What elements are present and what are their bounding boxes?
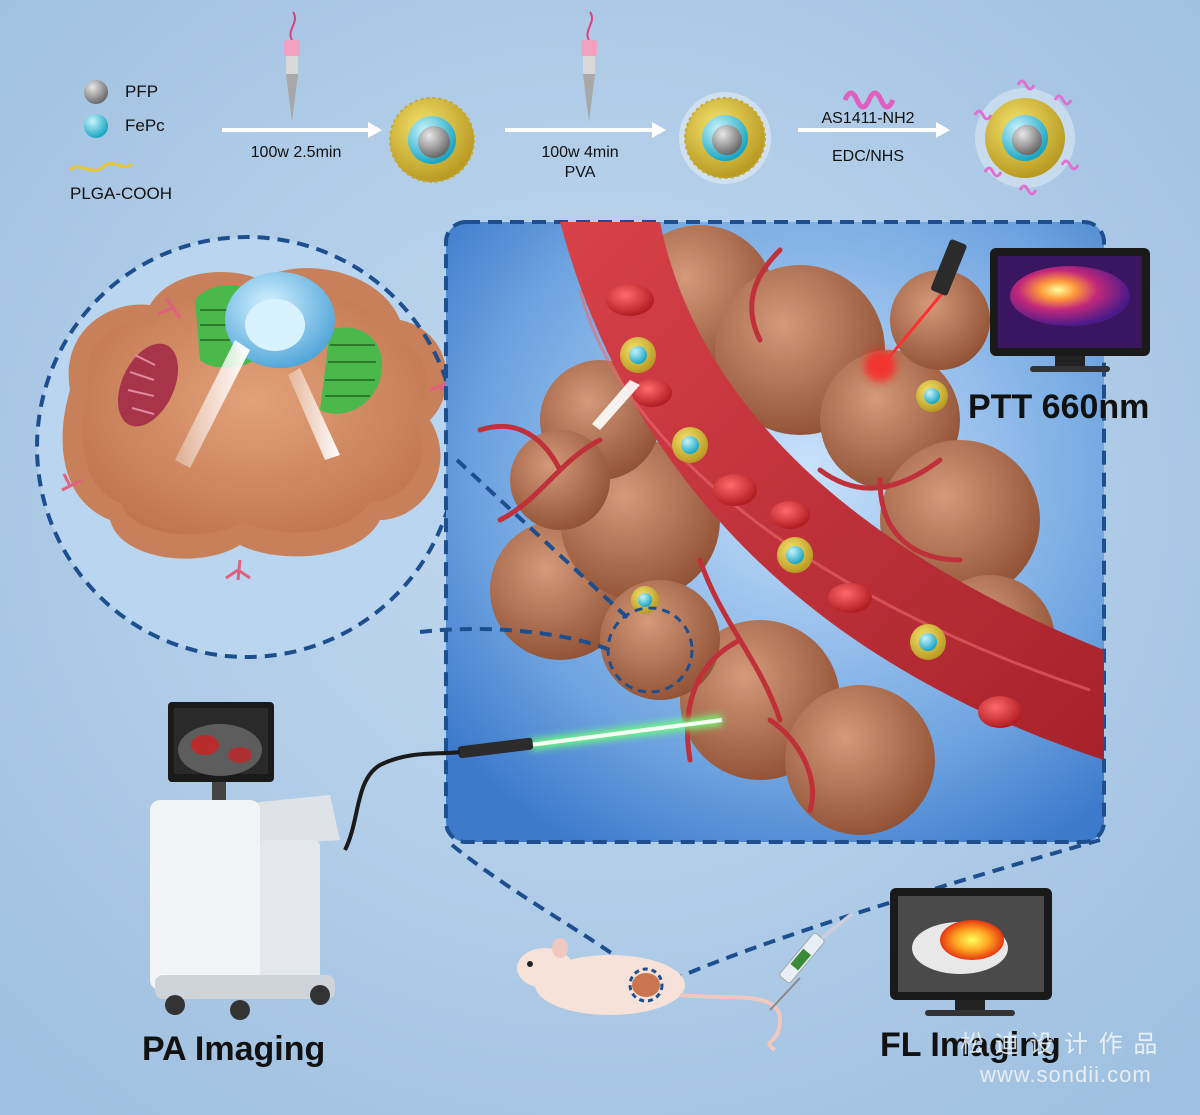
nanoparticle-stage-3 (973, 79, 1080, 196)
legend-plga-label: PLGA-COOH (70, 184, 173, 203)
aptamer-icon (842, 90, 896, 110)
nanoparticle-stage-2 (679, 92, 771, 184)
synthesis-arrows (222, 90, 950, 138)
step1-label: 100w 2.5min (250, 144, 342, 161)
syringe (769, 912, 854, 1011)
synthesis-legend (68, 80, 133, 172)
legend-pfp-label: PFP (125, 82, 159, 101)
blood-vessel (560, 222, 1104, 760)
heat-map (1010, 266, 1130, 326)
tumor-panel (444, 220, 1106, 844)
nanoparticle-stage-1 (389, 97, 475, 183)
step3-label-top: AS1411-NH2 (821, 110, 915, 127)
fepc-icon (84, 114, 108, 138)
magnified-cell-inset (37, 237, 457, 657)
fluorescence-monitor (890, 888, 1052, 1016)
fluorescence-signal (940, 920, 1004, 960)
ptt-label: PTT 660nm (968, 388, 1150, 426)
watermark-brand: 松 迪 设 计 作 品 (960, 1031, 1160, 1058)
legend-fepc-label: FePc (125, 116, 165, 135)
thermal-monitor (990, 248, 1150, 372)
fl-imaging-label: FL Imaging (880, 1026, 1061, 1064)
sonication-probe-2 (581, 11, 597, 122)
plga-chain-icon (68, 161, 133, 172)
mouse (517, 938, 783, 1052)
watermark-url: www.sondii.com (980, 1062, 1152, 1087)
pfp-droplet-icon (84, 80, 108, 104)
fiber-laser-probe (457, 715, 723, 759)
pa-imaging-label: PA Imaging (142, 1030, 326, 1068)
laser-660-probe (864, 239, 967, 382)
ultrasound-machine (150, 702, 461, 1020)
red-blood-cells (606, 284, 1022, 728)
sonication-probe-1 (284, 11, 300, 122)
vessel-nanoparticles (620, 337, 948, 660)
step3-label-bottom: EDC/NHS (831, 148, 904, 165)
step2-label-line2: PVA (564, 164, 596, 181)
step2-label-line1: 100w 4min (541, 144, 619, 161)
capillaries (477, 247, 963, 813)
